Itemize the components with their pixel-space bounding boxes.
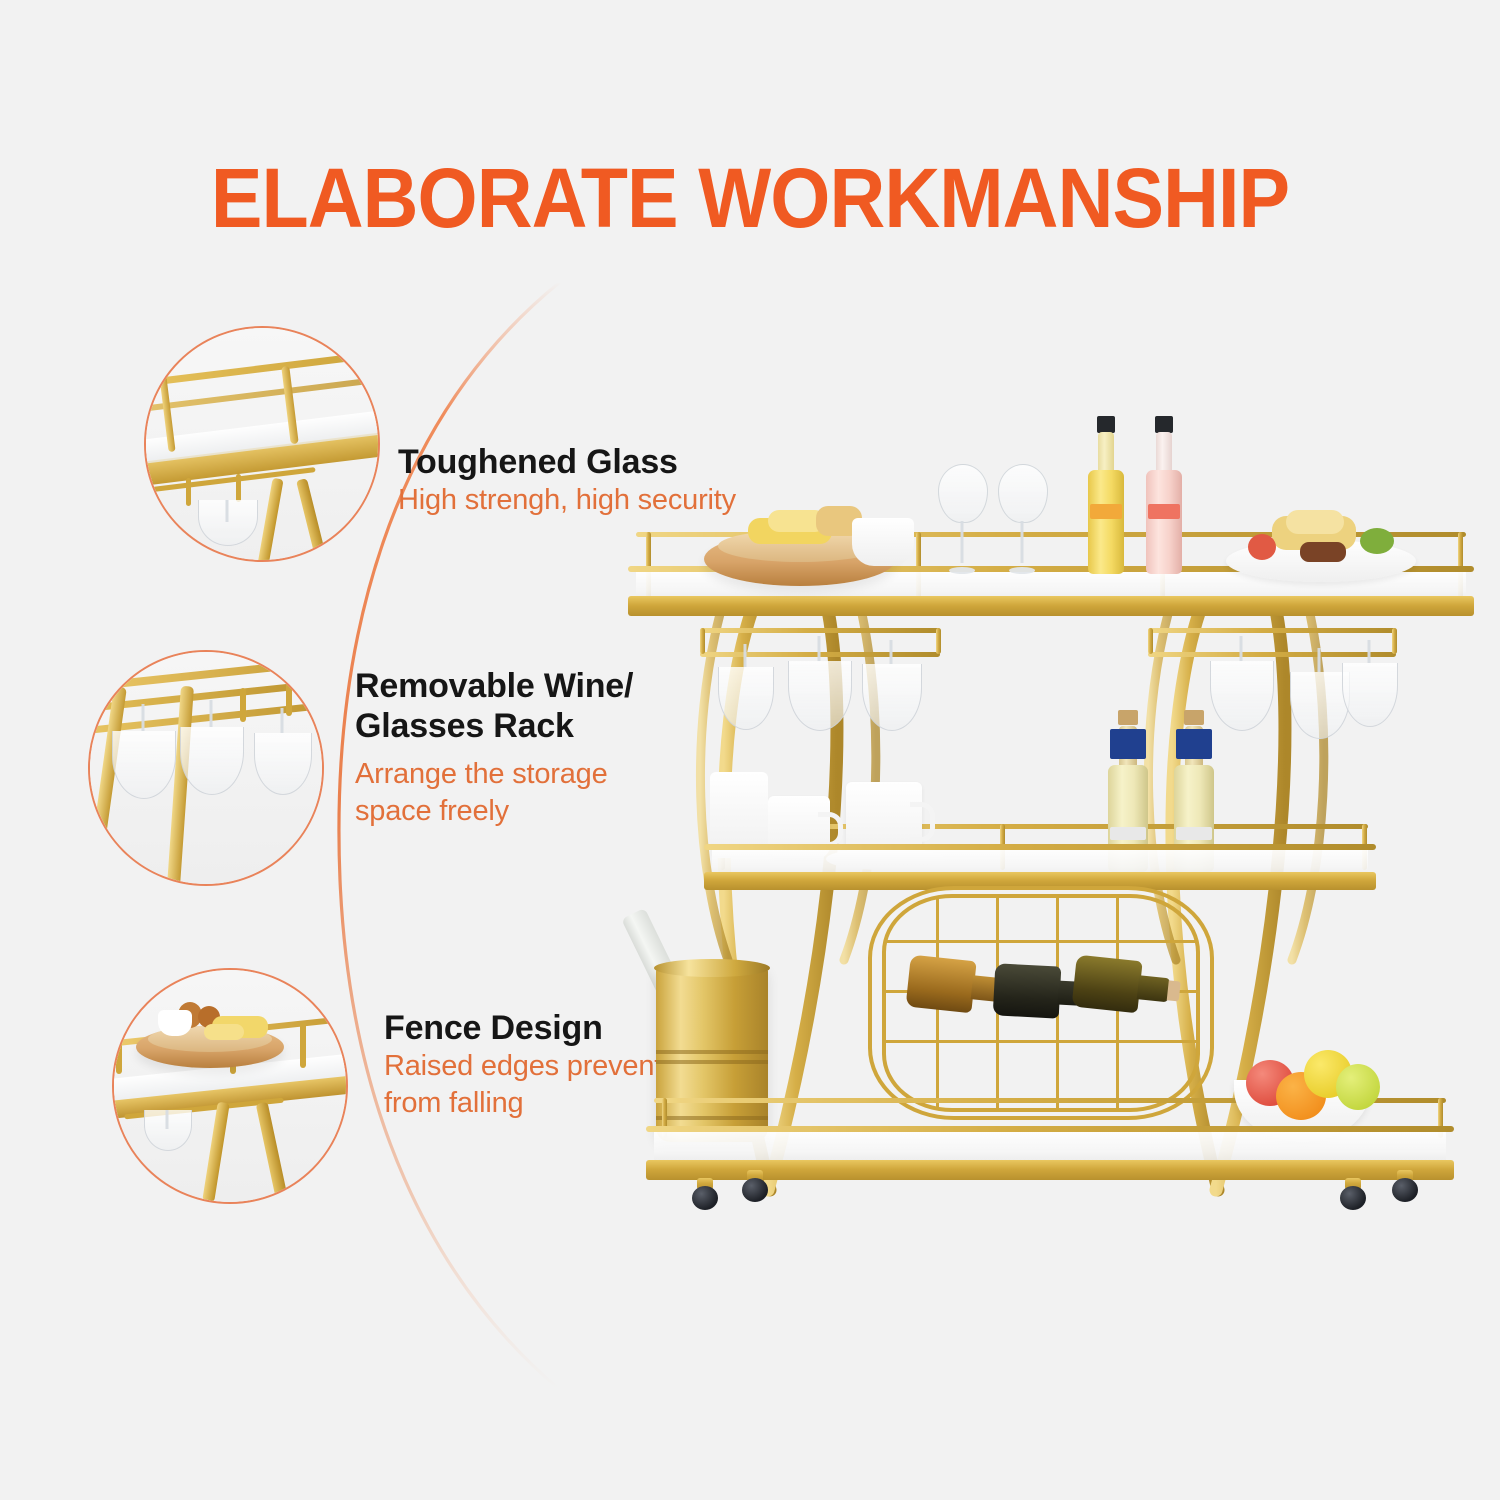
bottle-barcode (1110, 826, 1146, 840)
soda-bottle-yellow (1088, 416, 1124, 574)
middle-shelf-frame (704, 872, 1376, 890)
feature-title-fence-design: Fence Design (384, 1009, 603, 1047)
glass-rack-rail (700, 628, 940, 633)
feature-thumbnail-fence-design (112, 968, 348, 1204)
bottle-label (1176, 729, 1212, 759)
top-shelf-rail-post (1458, 532, 1463, 598)
wine-glass-upright (998, 464, 1048, 574)
top-shelf-frame (628, 596, 1474, 616)
glass-rack-post (1392, 628, 1397, 654)
hanging-wine-glass (1210, 636, 1274, 740)
top-shelf-rail-post (916, 532, 921, 598)
bottom-shelf-rail-post (662, 1098, 667, 1138)
page-title: ELABORATE WORKMANSHIP (210, 151, 1290, 245)
feature-subtitle-wine-glass-rack-line1: Arrange the storage (355, 758, 608, 790)
hanging-wine-glass (788, 636, 852, 740)
bottom-shelf-frame (646, 1160, 1454, 1180)
top-shelf-front-rail (628, 566, 1474, 572)
white-bowl-top-shelf (852, 518, 914, 566)
snack-chips (768, 510, 826, 532)
bucket-rim (654, 959, 770, 977)
ice-bucket-handle (646, 1018, 676, 1048)
bottle-label (1090, 504, 1122, 519)
white-cup-stack (710, 772, 768, 858)
top-shelf-rail-post (646, 532, 651, 598)
caster-wheel (742, 1170, 768, 1202)
bottle-cap-icon (1118, 710, 1138, 725)
middle-shelf-front-rail (704, 844, 1376, 850)
middle-shelf-back-rail (712, 824, 1368, 829)
wine-glass-upright (938, 464, 988, 574)
bottle-barcode (1176, 826, 1212, 840)
bottom-shelf-front-rail (646, 1126, 1454, 1132)
glass-rack-post (1148, 628, 1153, 654)
top-shelf-back-rail (636, 532, 1466, 537)
glass-rack-rail (1148, 628, 1396, 633)
bottom-shelf-back-rail (654, 1098, 1446, 1103)
tomato-slice (1248, 534, 1276, 560)
feature-title-toughened-glass: Toughened Glass (398, 443, 678, 481)
wine-cork (1167, 979, 1181, 1002)
caster-wheel (1340, 1178, 1366, 1210)
product-bar-cart (600, 400, 1480, 1280)
hanging-wine-glass (1342, 640, 1398, 736)
glass-rack-rail (1148, 652, 1396, 657)
glass-rack-post (700, 628, 705, 654)
hanging-wine-glass (718, 644, 774, 738)
feature-subtitle-fence-design-line1: Raised edges prevent (384, 1050, 663, 1082)
feature-thumbnail-wine-glass-rack (88, 650, 324, 886)
meat-slice (1300, 542, 1346, 562)
bottom-shelf-rail-post (1438, 1098, 1443, 1138)
bottle-cap-icon (1184, 710, 1204, 725)
broccoli (1360, 528, 1394, 554)
soda-bottle-pink (1146, 416, 1182, 574)
feature-title-wine-glass-rack-line1: Removable Wine/ (355, 667, 634, 705)
fruit-apple-green (1336, 1064, 1380, 1110)
hanging-wine-glass (1290, 648, 1350, 748)
caster-wheel (1392, 1170, 1418, 1202)
hanging-wine-glass (862, 640, 922, 740)
feature-title-wine-glass-rack-line2: Glasses Rack (355, 707, 574, 745)
feature-subtitle-fence-design-line2: from falling (384, 1087, 524, 1119)
pasta-noodles (1286, 510, 1344, 534)
bottle-label (1148, 504, 1180, 519)
ice-bucket (654, 959, 770, 1142)
feature-thumbnail-toughened-glass (144, 326, 380, 562)
feature-subtitle-wine-glass-rack-line2: space freely (355, 795, 509, 827)
wine-rack-outer-ring (868, 886, 1214, 1120)
feature-subtitle-toughened-glass: High strengh, high security (398, 484, 736, 516)
bottle-cap-icon (1155, 416, 1173, 434)
bottle-cap-icon (1097, 416, 1115, 434)
wine-bottle-stored (1071, 954, 1183, 1018)
caster-wheel (692, 1178, 718, 1210)
bottle-label (1110, 729, 1146, 759)
glass-rack-post (936, 628, 941, 654)
